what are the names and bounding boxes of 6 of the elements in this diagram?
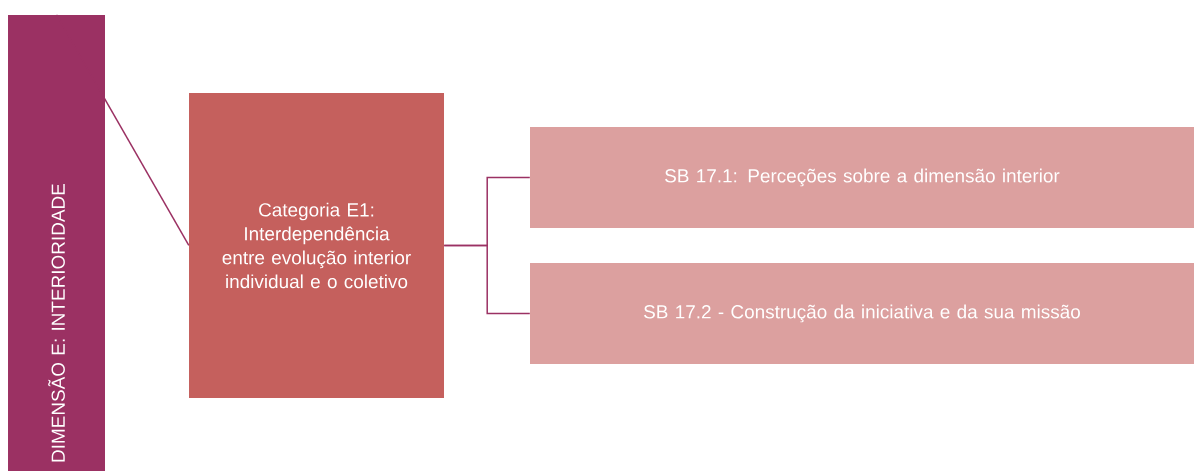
subcategory-box: SB 17.2 - Construção da iniciativa e da sua missão [530, 263, 1194, 364]
category-box: Categoria E1: Interdependência entre evolução interior individual e o coletivo [189, 93, 444, 398]
subcategory-box: SB 17.1: Perceções sobre a dimensão interior [530, 127, 1194, 228]
connector-line [443, 244, 531, 315]
connector-line [55, 14, 190, 247]
dimension-band: DIMENSÃO E: INTERIORIDADE [8, 15, 105, 471]
